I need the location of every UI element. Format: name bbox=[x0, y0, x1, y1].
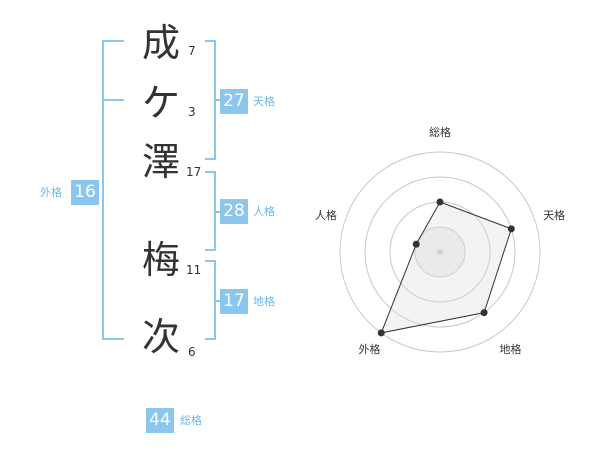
stroke-count-2: 3 bbox=[188, 105, 196, 119]
radar-axis-label-1: 総格 bbox=[429, 125, 451, 139]
radar-axis-label-2: 天格 bbox=[543, 208, 565, 222]
jinkaku-value: 28 bbox=[220, 199, 248, 224]
radar-center-dot bbox=[437, 249, 443, 255]
radar-point-4 bbox=[377, 329, 385, 337]
stroke-count-4: 11 bbox=[186, 263, 202, 277]
chikaku-value: 17 bbox=[220, 289, 248, 314]
chikaku-connector bbox=[214, 300, 222, 302]
gaikaku-value: 16 bbox=[71, 180, 99, 205]
radar-data-polygon bbox=[380, 201, 512, 334]
soukaku-label: 総格 bbox=[180, 414, 202, 427]
jinkaku-label: 人格 bbox=[253, 205, 275, 218]
tenkaku-connector bbox=[214, 99, 222, 101]
radar-grid-ring bbox=[414, 226, 466, 278]
jinkaku-connector bbox=[214, 211, 222, 213]
chikaku-label: 地格 bbox=[253, 295, 275, 308]
radar-grid-ring bbox=[339, 151, 541, 353]
gaikaku-label: 外格 bbox=[40, 186, 62, 199]
radar-axis-label-4: 外格 bbox=[358, 342, 380, 356]
name-char-3: 澤 bbox=[141, 140, 180, 184]
gaikaku-inner-tick bbox=[102, 99, 124, 101]
name-char-1: 成 bbox=[141, 21, 180, 65]
radar-grid-ring bbox=[389, 201, 491, 303]
stroke-count-5: 6 bbox=[188, 345, 196, 359]
radar-axis-label-5: 人格 bbox=[315, 208, 337, 222]
name-char-5: 次 bbox=[141, 315, 180, 359]
radar-point-3 bbox=[480, 309, 488, 317]
tenkaku-value: 27 bbox=[220, 89, 248, 114]
name-char-4: 梅 bbox=[141, 238, 180, 282]
gaikaku-bracket bbox=[102, 40, 124, 340]
radar-axis-label-3: 地格 bbox=[500, 342, 522, 356]
radar-point-2 bbox=[507, 225, 515, 233]
tenkaku-label: 天格 bbox=[253, 95, 275, 108]
name-char-2: ケ bbox=[141, 81, 180, 125]
stroke-count-1: 7 bbox=[188, 44, 196, 58]
radar-grid-ring bbox=[364, 176, 516, 328]
radar-point-1 bbox=[436, 198, 444, 206]
soukaku-value: 44 bbox=[146, 408, 174, 433]
radar-point-5 bbox=[412, 240, 420, 248]
stroke-count-3: 17 bbox=[186, 165, 202, 179]
